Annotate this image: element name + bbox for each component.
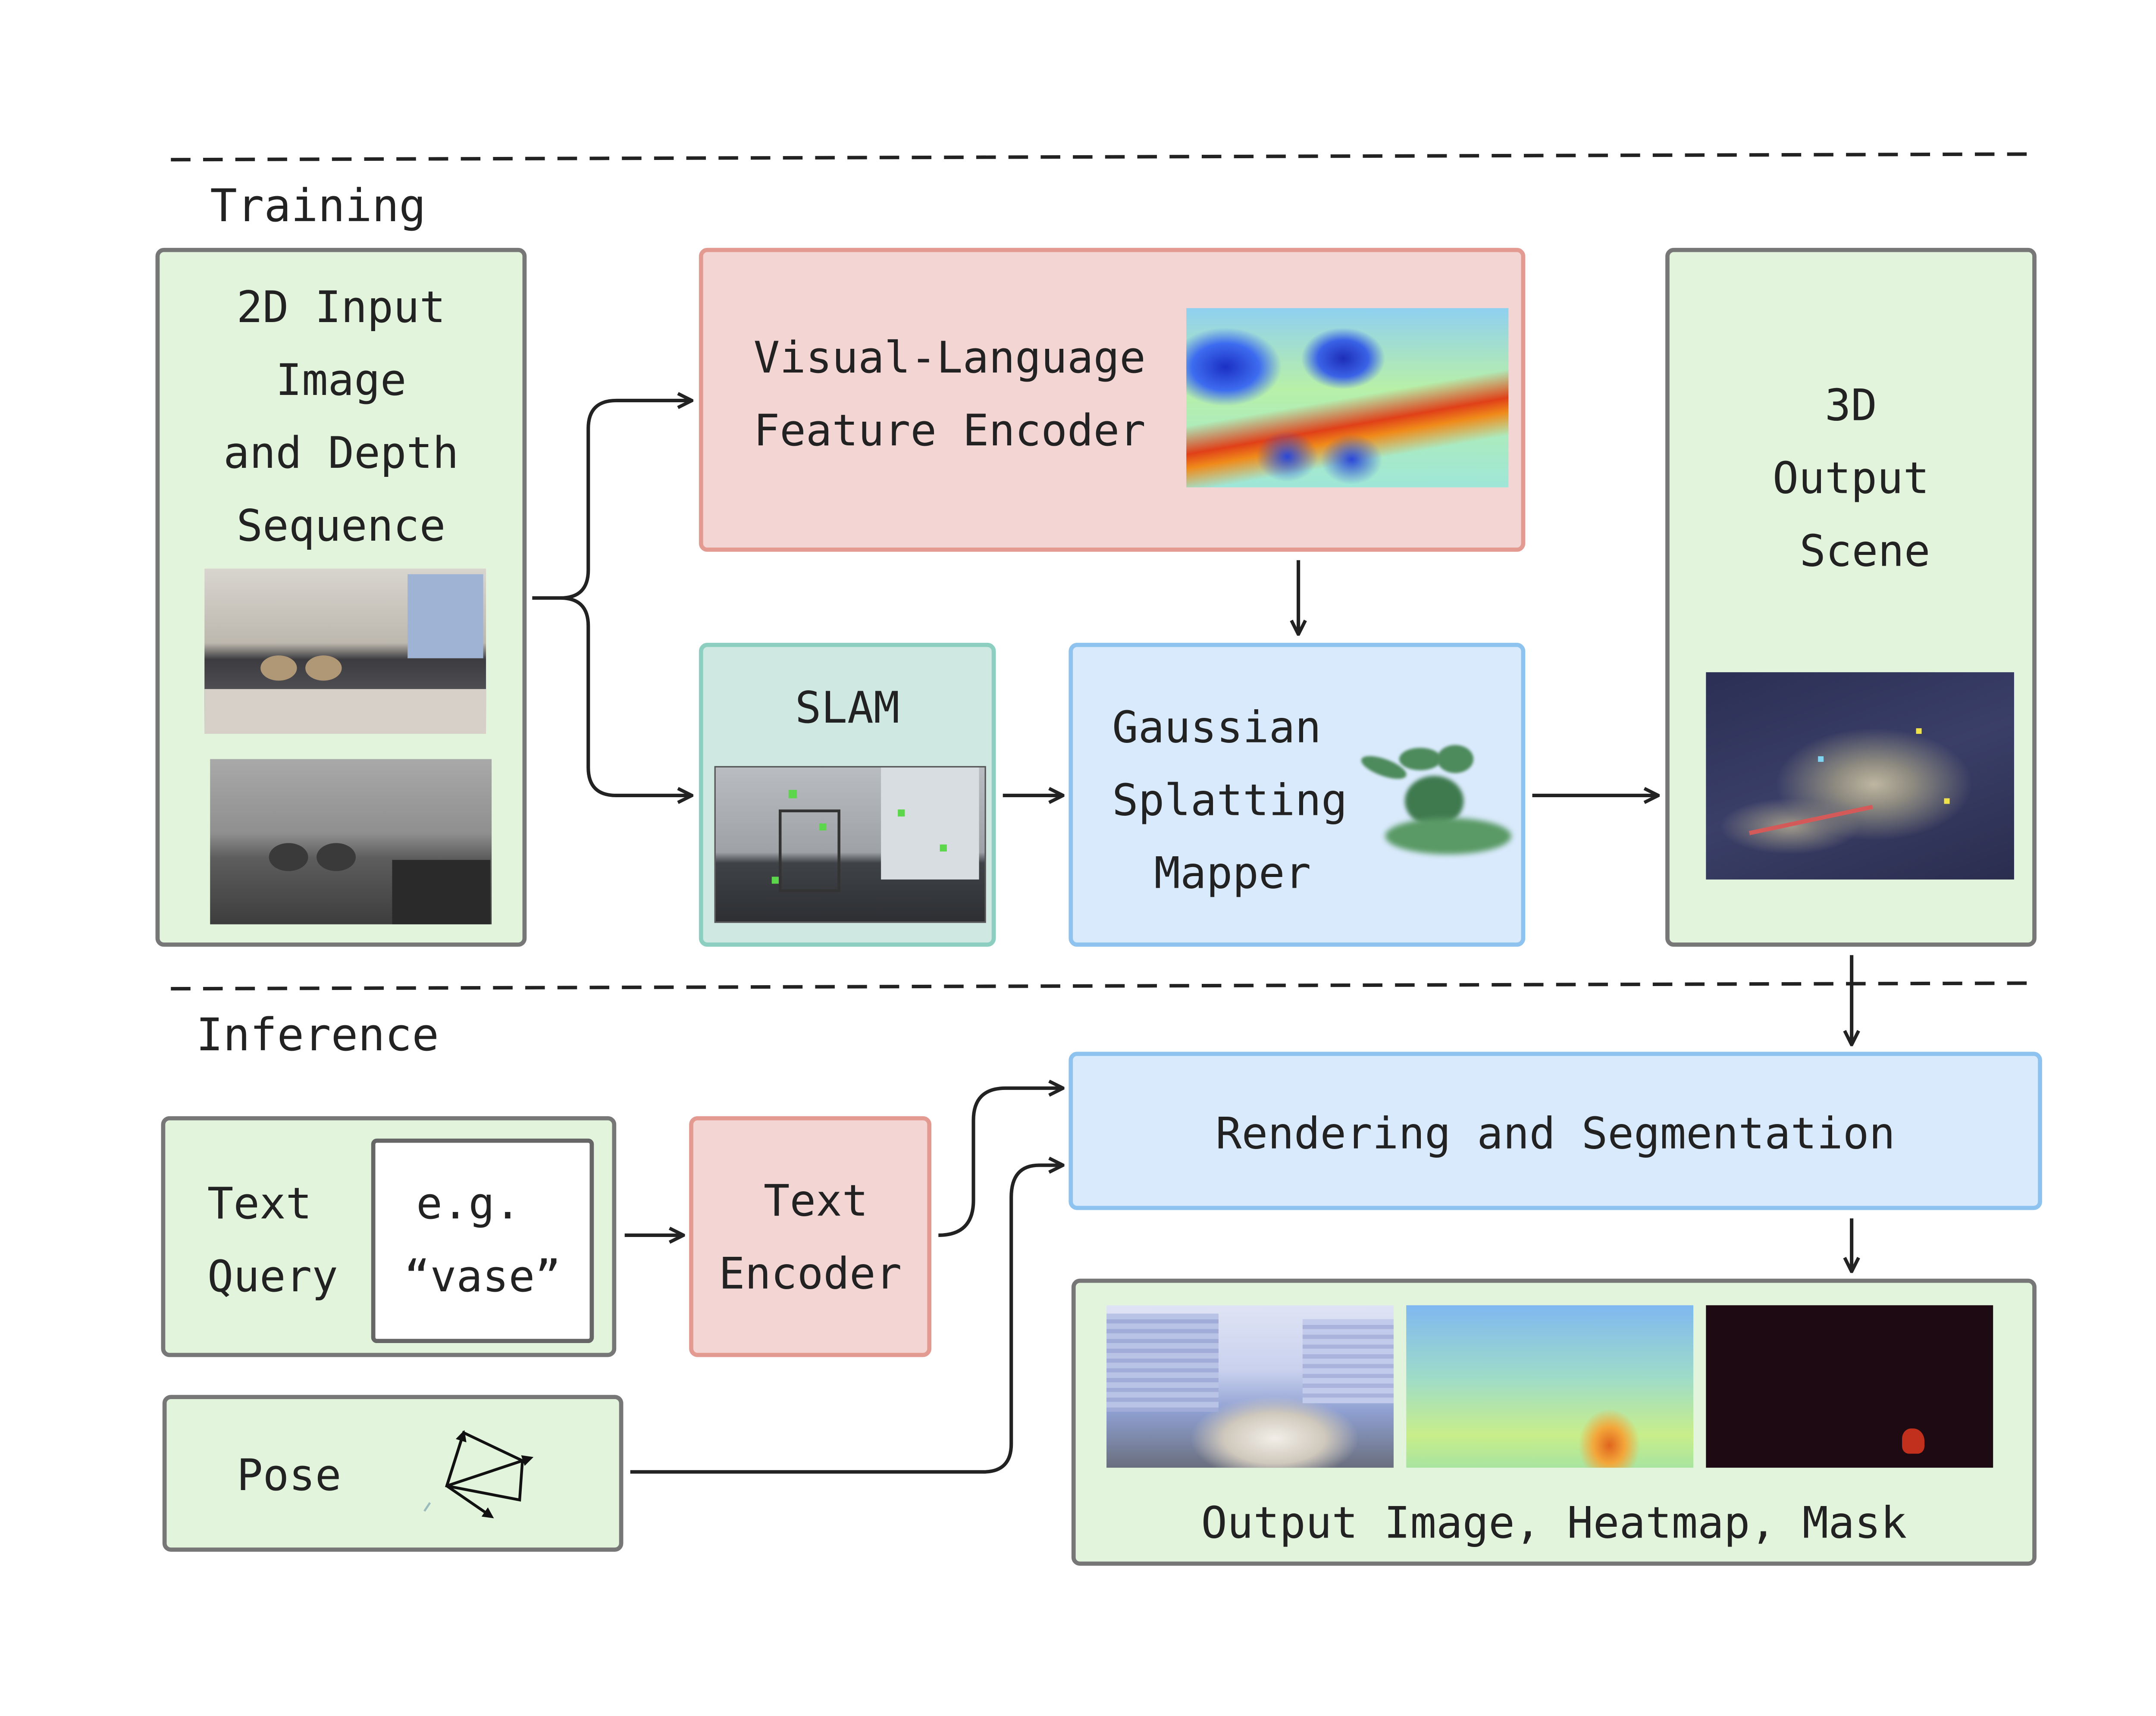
text-query-line-1: Text xyxy=(207,1179,312,1230)
training-label: Training xyxy=(210,179,426,233)
query-example-box: e.g. “vase” xyxy=(371,1138,594,1343)
output-caption: Output Image, Heatmap, Mask xyxy=(1201,1498,1907,1549)
render-label: Rendering and Segmentation xyxy=(1215,1109,1896,1160)
rgb-frame-image xyxy=(204,568,486,734)
point-cloud-image xyxy=(1706,672,2014,880)
scene-line-3: Scene xyxy=(1799,526,1930,577)
scene-line-2: Output xyxy=(1772,454,1930,504)
output-rgb-image xyxy=(1106,1305,1394,1468)
vl-encoder-line-1: Visual-Language xyxy=(753,333,1146,384)
query-example-line-1: e.g. xyxy=(416,1179,521,1230)
mapper-line-3: Mapper xyxy=(1154,849,1311,899)
slam-box: SLAM xyxy=(699,642,996,947)
input-to-slam-arrow xyxy=(560,596,690,795)
inference-output-box: Output Image, Heatmap, Mask xyxy=(1071,1278,2037,1566)
mapper-line-1: Gaussian xyxy=(1112,703,1322,754)
input-line-3: and Depth xyxy=(223,428,459,479)
pose-label: Pose xyxy=(236,1451,342,1502)
camera-pose-icon xyxy=(423,1430,534,1519)
feature-heatmap-image xyxy=(1186,308,1509,488)
pose-box: Pose xyxy=(162,1395,624,1552)
training-divider xyxy=(171,152,2038,162)
text-query-line-2: Query xyxy=(207,1252,338,1303)
text-encoder-box: Text Encoder xyxy=(689,1116,932,1357)
query-example-line-2: “vase” xyxy=(404,1252,561,1303)
slam-frame-image xyxy=(714,766,986,923)
text-query-box: Text Query e.g. “vase” xyxy=(161,1116,617,1357)
inference-divider xyxy=(171,981,2038,991)
text-encoder-line-1: Text xyxy=(763,1176,868,1227)
input-brace xyxy=(532,401,690,600)
input-line-4: Sequence xyxy=(236,501,446,552)
gaussian-mapper-box: Gaussian Splatting Mapper xyxy=(1069,642,1526,947)
input-line-2: Image xyxy=(276,356,407,406)
scene-line-1: 3D xyxy=(1824,381,1877,432)
mapper-line-2: Splatting xyxy=(1112,776,1348,827)
input-line-1: 2D Input xyxy=(236,283,446,334)
visual-language-encoder-box: Visual-Language Feature Encoder xyxy=(699,247,1526,552)
pose-to-render-arrow xyxy=(630,1165,1062,1474)
rendering-segmentation-box: Rendering and Segmentation xyxy=(1069,1052,2042,1210)
text-encoder-line-2: Encoder xyxy=(718,1249,902,1300)
input-sequence-box: 2D Input Image and Depth Sequence xyxy=(155,247,527,947)
vl-encoder-line-2: Feature Encoder xyxy=(753,406,1146,457)
slam-label: SLAM xyxy=(795,683,900,734)
output-scene-box: 3D Output Scene xyxy=(1665,247,2037,947)
output-mask-image xyxy=(1706,1305,1993,1468)
gaussian-blob-icon xyxy=(1358,745,1514,871)
text-encoder-to-render-arrow xyxy=(938,1088,1062,1237)
inference-label: Inference xyxy=(196,1008,439,1062)
output-heatmap-image xyxy=(1406,1305,1694,1468)
depth-frame-image xyxy=(210,759,492,924)
